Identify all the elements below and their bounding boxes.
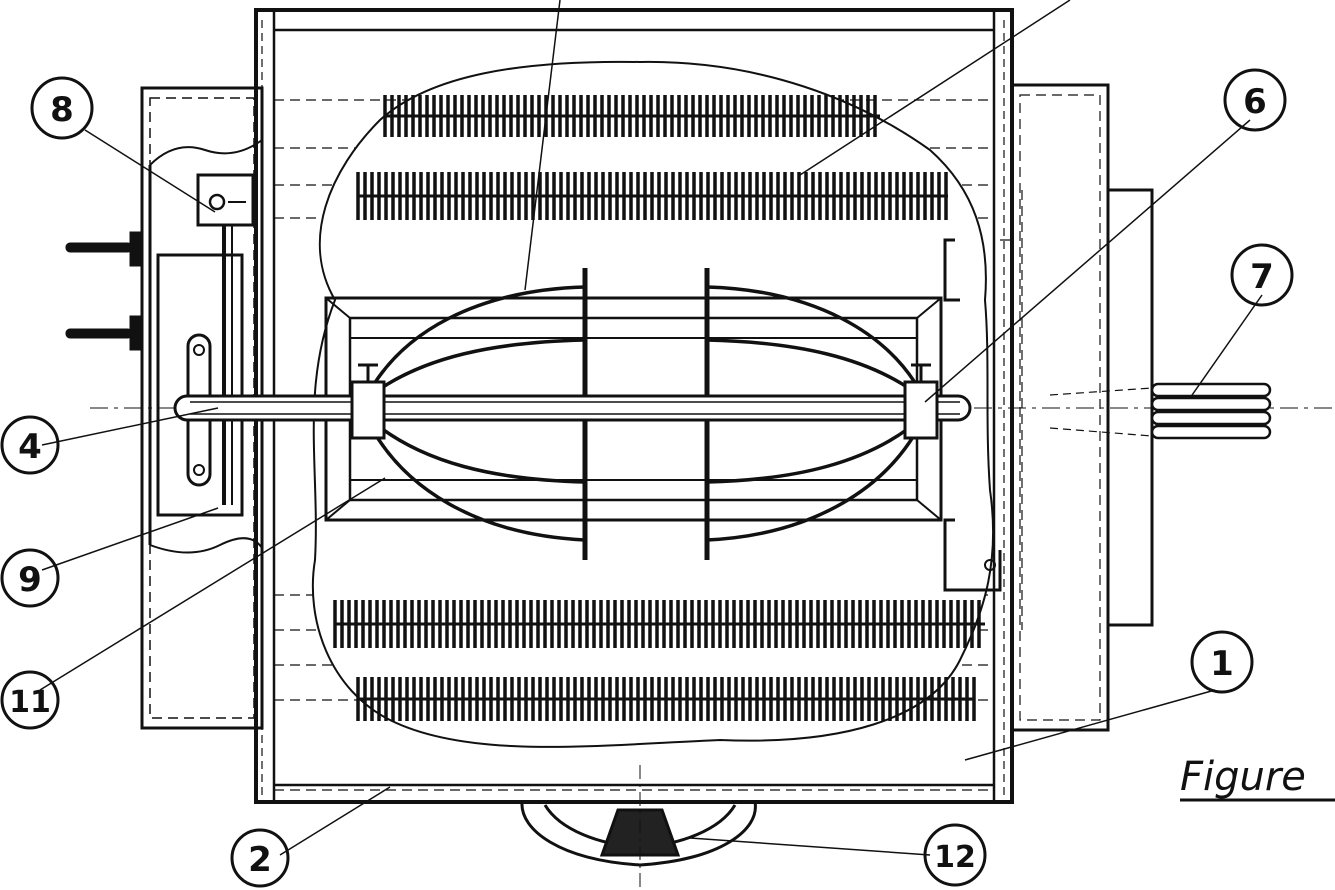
heating-coils [333, 95, 985, 721]
callout-6-label: 6 [1243, 82, 1267, 122]
callout-12: 12 [923, 823, 987, 887]
callout-12-label: 12 [934, 840, 976, 875]
callout-8: 8 [30, 76, 94, 140]
base-foot [520, 765, 757, 890]
callout-7: 7 [1230, 243, 1294, 307]
switch-bracket [196, 173, 255, 227]
callout-1-label: 1 [1210, 644, 1234, 684]
shaft-collar-left [350, 380, 386, 440]
right-side-housing [1000, 83, 1154, 732]
callout-4: 4 [0, 415, 60, 475]
left-mechanism [156, 173, 255, 517]
power-cable [1049, 382, 1272, 440]
callout-9-label: 9 [18, 560, 42, 600]
callout-2: 2 [230, 828, 290, 888]
callout-1: 1 [1190, 630, 1254, 694]
right-bracket [943, 238, 1002, 592]
callout-11-label: 11 [9, 685, 51, 720]
leader-lines [39, 0, 1263, 856]
callout-7-label: 7 [1250, 257, 1274, 297]
shaft-collar-right [903, 380, 939, 440]
terminal-bolts [65, 231, 143, 351]
callout-6: 6 [1223, 68, 1287, 132]
figure-caption: Figure [1180, 754, 1306, 800]
mounting-plate [156, 253, 244, 517]
callout-8-label: 8 [50, 90, 74, 130]
shaft [90, 363, 1335, 440]
callout-4-label: 4 [18, 427, 42, 467]
callout-9: 9 [0, 548, 60, 608]
callout-2-label: 2 [248, 840, 272, 880]
callout-11: 11 [0, 670, 60, 730]
